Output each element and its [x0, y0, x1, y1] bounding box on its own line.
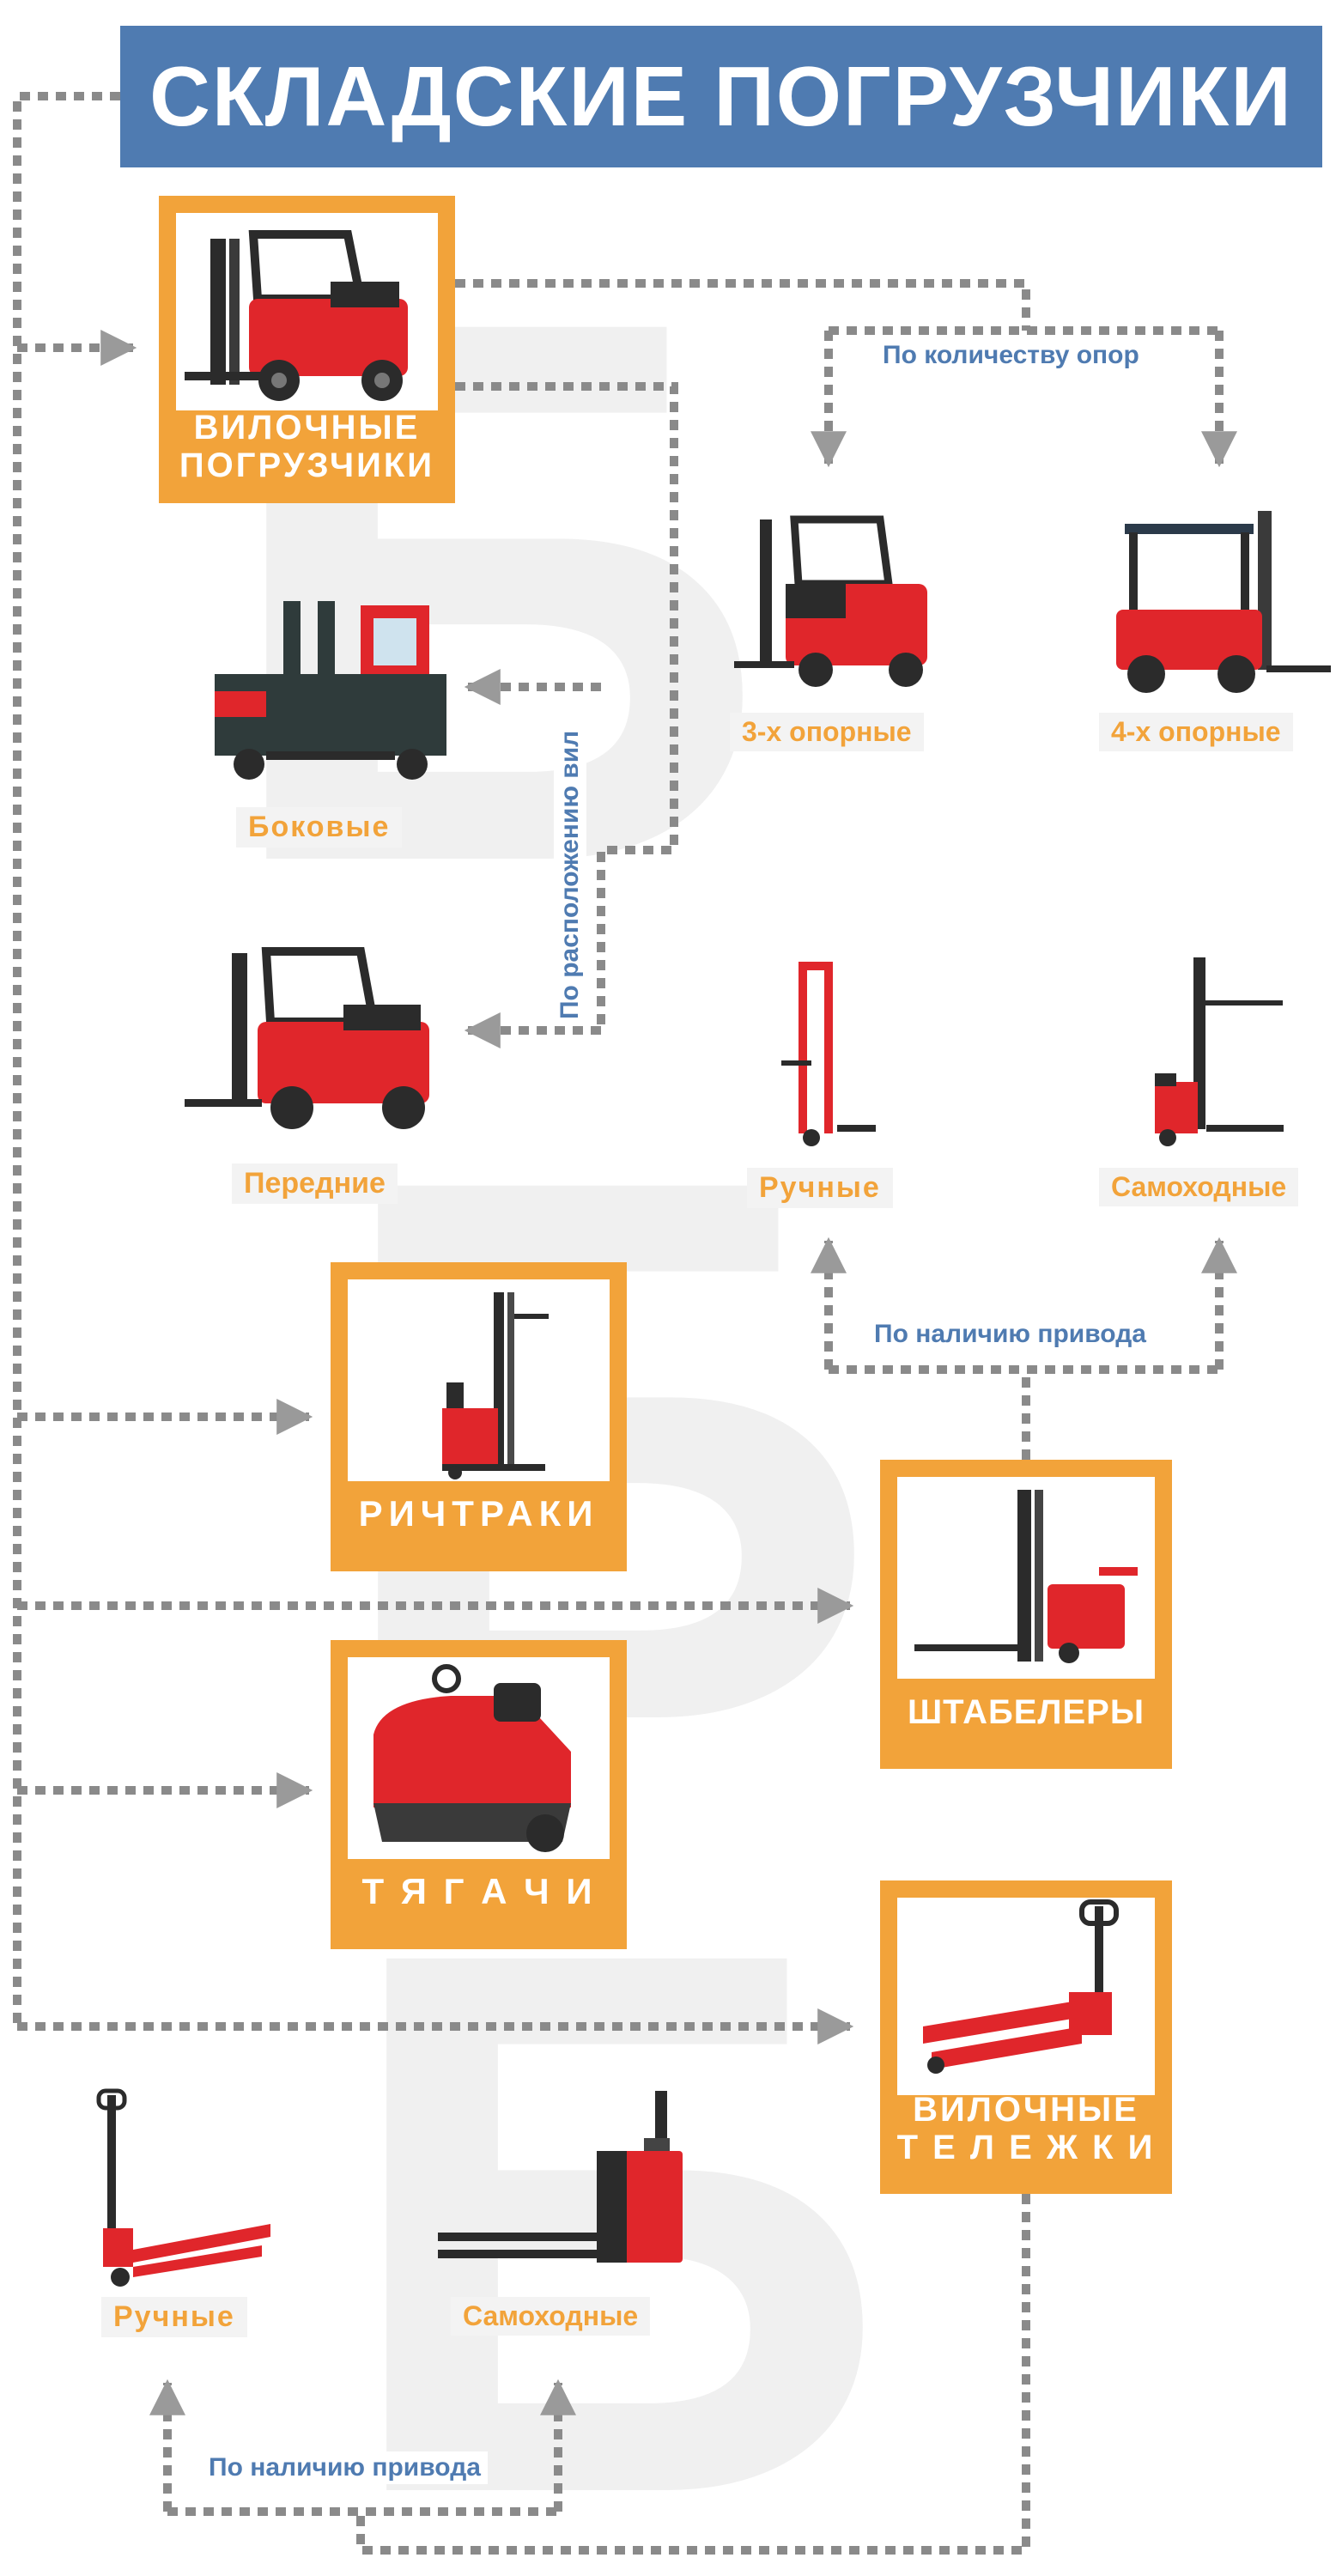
pallet-manual-image: [96, 2088, 270, 2287]
stacker-manual-image-box: [764, 957, 876, 1151]
card-pallet-label: ВИЛОЧНЫЕ Т Е Л Е Ж К И: [896, 2091, 1156, 2166]
reach-truck-image: [442, 1292, 549, 1479]
connector-fork-pos: [455, 382, 678, 1030]
connector-supports-top: [455, 279, 1030, 331]
forklift-front-image: [185, 947, 429, 1129]
stacker-card-image: [914, 1490, 1138, 1663]
card-tractors-label: Т Я Г А Ч И: [361, 1871, 596, 1911]
label-4support: 4-х опорные: [1099, 713, 1293, 751]
label-stacker-manual: Ручные: [747, 1168, 893, 1208]
label-front: Передние: [232, 1163, 398, 1204]
tractor-image: [373, 1664, 571, 1852]
stacker-self-image: [1155, 957, 1284, 1146]
pallet-self-image: [438, 2091, 683, 2263]
forklift-3support-image-box: [734, 502, 940, 700]
connector-trunk: [13, 92, 120, 2026]
note-by-drive-pallet: По наличию привода: [202, 2451, 488, 2484]
label-pallet-manual: Ручные: [101, 2297, 247, 2337]
card-stackers-label: ШТАБЕЛЕРЫ: [907, 1693, 1145, 1731]
note-by-drive-stackers: По наличию привода: [867, 1318, 1153, 1351]
page-title: СКЛАДСКИЕ ПОГРУЗЧИКИ: [149, 49, 1293, 143]
pallet-truck-card-image: [923, 1899, 1119, 2074]
connectors: [13, 92, 1237, 2555]
note-by-fork-position: По расположению вил: [554, 723, 586, 1026]
card-tractors: Т Я Г А Ч И: [331, 1640, 627, 1949]
label-pallet-self: Самоходные: [451, 2297, 651, 2336]
label-side: Боковые: [236, 807, 403, 848]
stacker-self-image-box: [1133, 953, 1288, 1151]
title-banner: СКЛАДСКИЕ ПОГРУЗЧИКИ: [120, 26, 1322, 167]
card-stackers: ШТАБЕЛЕРЫ: [880, 1460, 1172, 1769]
pallet-self-image-box: [434, 2087, 691, 2284]
card-forklifts: ВИЛОЧНЫЕ ПОГРУЗЧИКИ: [159, 196, 455, 503]
forklift-3support-image: [734, 515, 927, 687]
forklift-4support-image: [1116, 511, 1331, 693]
card-forklifts-label: ВИЛОЧНЫЕ ПОГРУЗЧИКИ: [179, 409, 435, 484]
label-3support: 3-х опорные: [730, 713, 924, 751]
card-reach: РИЧТРАКИ: [331, 1262, 627, 1571]
pallet-manual-image-box: [86, 2087, 275, 2293]
forklift-red-image: [185, 230, 408, 401]
card-reach-label: РИЧТРАКИ: [358, 1493, 599, 1534]
forklift-side-image: [215, 601, 446, 780]
forklift-side-image-box: [206, 588, 455, 794]
forklift-front-image-box: [185, 936, 459, 1142]
label-stacker-self: Самоходные: [1099, 1168, 1299, 1206]
stacker-manual-image: [781, 962, 876, 1146]
card-pallet: ВИЛОЧНЫЕ Т Е Л Е Ж К И: [880, 1880, 1172, 2194]
forklift-4support-image-box: [1108, 498, 1331, 704]
note-by-supports: По количеству опор: [876, 339, 1146, 372]
connector-pallet-down: [356, 2194, 1030, 2555]
